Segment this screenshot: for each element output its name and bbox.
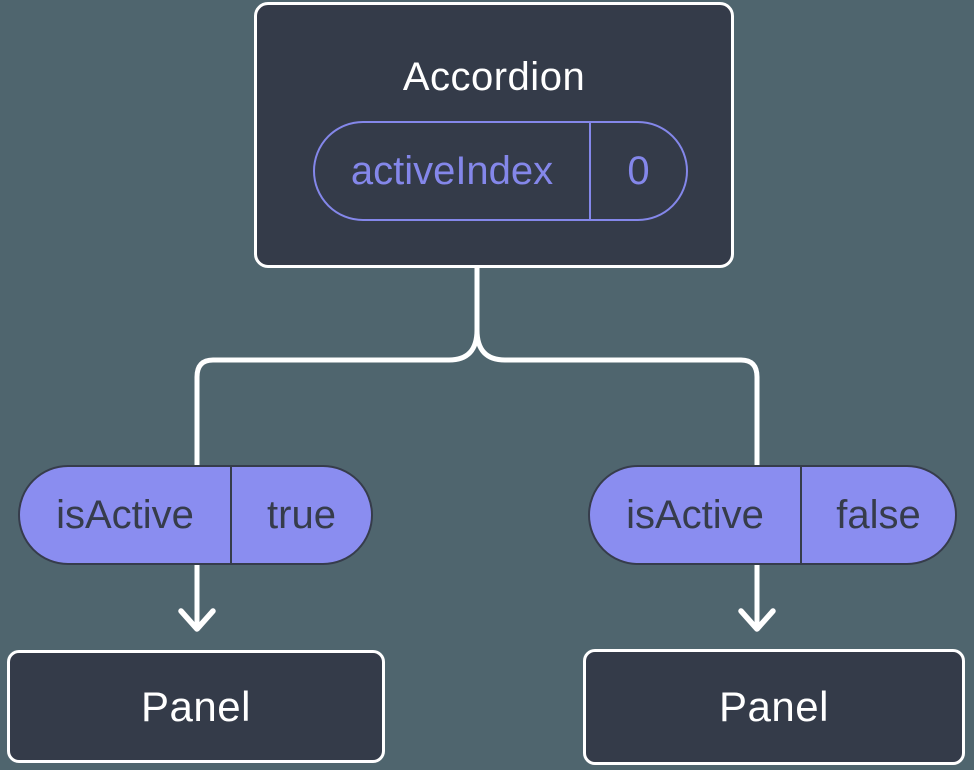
prop-value: true bbox=[267, 493, 336, 537]
node-panel-right: Panel bbox=[583, 649, 965, 765]
prop-name: isActive bbox=[20, 467, 232, 563]
prop-name: isActive bbox=[590, 467, 802, 563]
arrowhead-right-icon bbox=[738, 608, 776, 632]
edge-accordion-to-right-panel bbox=[474, 268, 760, 626]
edge-accordion-to-left-panel bbox=[194, 268, 480, 626]
node-panel-left-label: Panel bbox=[141, 682, 251, 730]
node-accordion-label: Accordion bbox=[402, 55, 586, 99]
node-accordion: Accordion activeIndex 0 bbox=[254, 2, 734, 268]
state-name: activeIndex bbox=[315, 123, 591, 219]
state-value: 0 bbox=[627, 149, 650, 193]
state-pill-activeindex: activeIndex 0 bbox=[313, 121, 688, 221]
node-panel-left: Panel bbox=[7, 650, 385, 763]
node-panel-right-label: Panel bbox=[719, 683, 829, 730]
prop-pill-isactive-true: isActive true bbox=[18, 465, 373, 565]
arrowhead-left-icon bbox=[178, 608, 216, 632]
prop-value: false bbox=[836, 493, 921, 537]
prop-pill-isactive-false: isActive false bbox=[588, 465, 957, 565]
